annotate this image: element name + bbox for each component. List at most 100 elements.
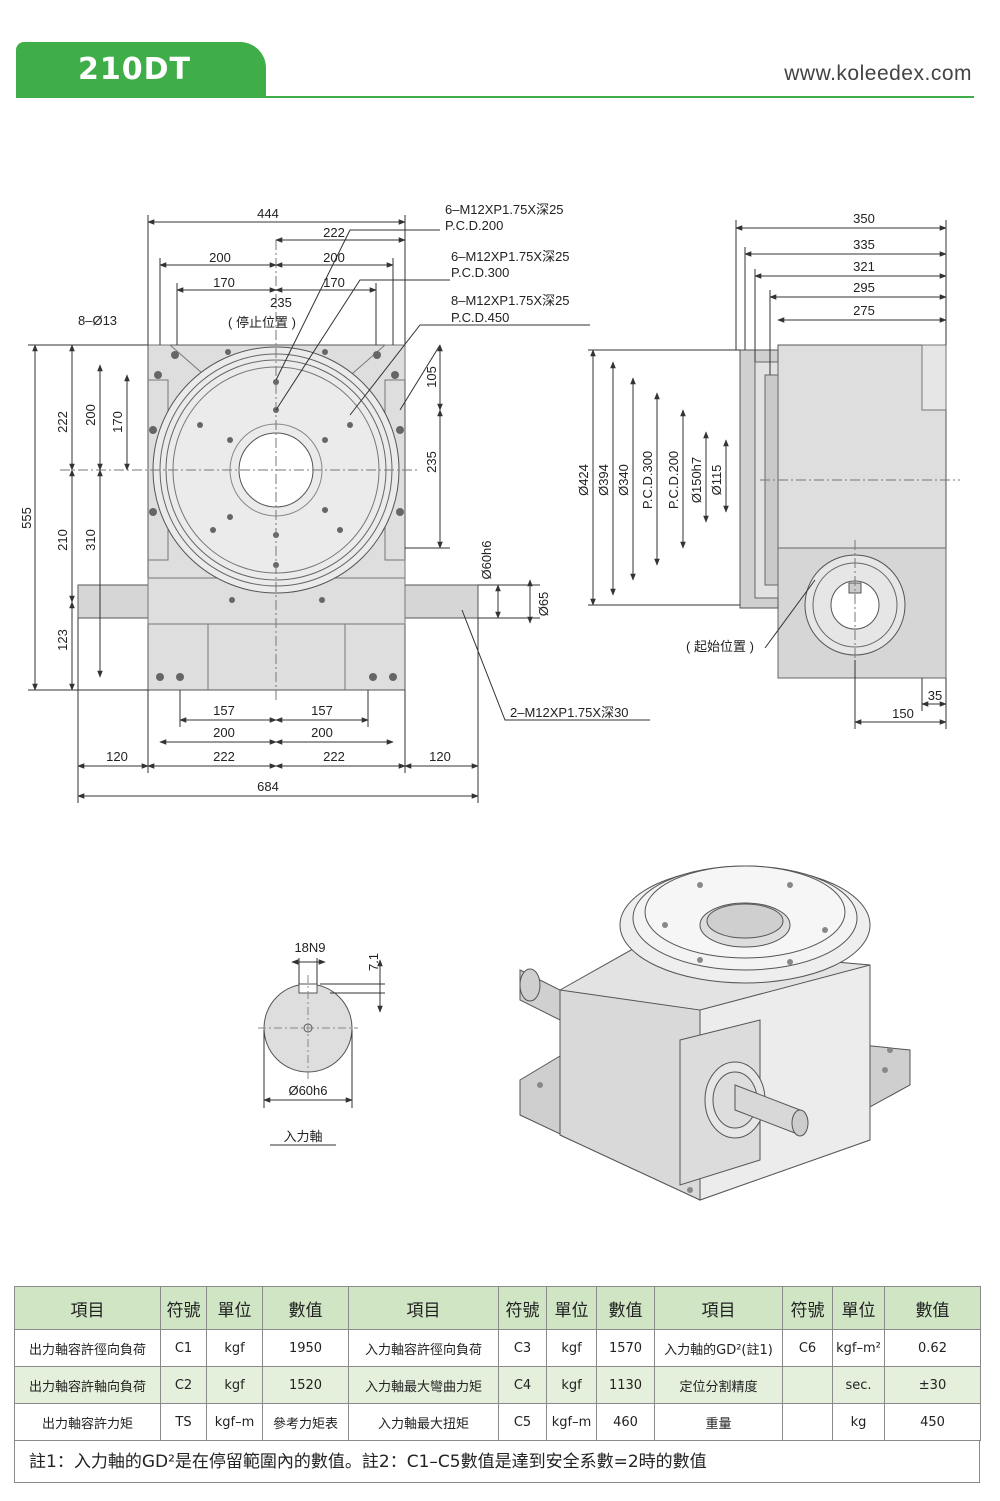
shaft-diameter-label: Ø60h6 — [288, 1083, 327, 1098]
hole-callout-label: 8–Ø13 — [78, 313, 117, 328]
dim-pcd200: P.C.D.200 — [666, 451, 681, 509]
dim-157-left: 157 — [213, 703, 235, 718]
spec-table-section: 項目 符號 單位 數值 項目 符號 單位 數值 項目 符號 單位 數值 出力軸容… — [14, 1286, 981, 1483]
table-cell: 1950 — [262, 1329, 349, 1367]
table-cell: 0.62 — [884, 1329, 981, 1367]
header-value-2: 數值 — [596, 1286, 655, 1330]
dim-555: 555 — [19, 507, 34, 529]
dim-321: 321 — [853, 259, 875, 274]
table-cell: kgf–m² — [832, 1329, 885, 1367]
front-view-labels: 444 222 200 200 170 170 235 ( 停止位置 ) 8–Ø… — [19, 202, 629, 794]
table-cell: C2 — [160, 1366, 207, 1404]
input-shaft-labels: 18N9 7.1 Ø60h6 入力軸 — [283, 940, 381, 1144]
header-unit-3: 單位 — [832, 1286, 885, 1330]
table-cell: 入力軸的GD²(註1) — [654, 1329, 783, 1367]
dim-170-right: 170 — [323, 275, 345, 290]
dim-dia424: Ø424 — [576, 464, 591, 496]
spec-header-row: 項目 符號 單位 數值 項目 符號 單位 數值 項目 符號 單位 數值 — [14, 1286, 981, 1330]
dim-684: 684 — [257, 779, 279, 794]
header-value-3: 數值 — [884, 1286, 981, 1330]
header-symbol-2: 符號 — [498, 1286, 547, 1330]
dim-335: 335 — [853, 237, 875, 252]
table-cell: C6 — [782, 1329, 833, 1367]
dim-dia340: Ø340 — [616, 464, 631, 496]
dim-dia60h6: Ø60h6 — [479, 540, 494, 579]
dim-200-bottom-left: 200 — [213, 725, 235, 740]
input-shaft-section — [258, 958, 385, 1146]
table-cell: 重量 — [654, 1403, 783, 1441]
callout-3-line1: 8–M12XP1.75X深25 — [451, 293, 570, 308]
callout-2-line1: 6–M12XP1.75X深25 — [451, 249, 570, 264]
dim-222-bottom-left: 222 — [213, 749, 235, 764]
table-cell: C5 — [498, 1403, 547, 1441]
model-tab: 210DT — [16, 42, 266, 98]
table-cell: ±30 — [884, 1366, 981, 1404]
dim-310: 310 — [83, 529, 98, 551]
table-cell: 參考力矩表 — [262, 1403, 349, 1441]
table-cell: 入力軸最大扭矩 — [348, 1403, 499, 1441]
website-url[interactable]: www.koleedex.com — [784, 62, 972, 85]
table-cell: 450 — [884, 1403, 981, 1441]
dim-200-vert: 200 — [83, 404, 98, 426]
dim-150: 150 — [892, 706, 914, 721]
table-cell: kgf — [206, 1329, 263, 1367]
dim-105: 105 — [424, 366, 439, 388]
dim-200-right: 200 — [323, 250, 345, 265]
table-cell: kgf — [206, 1366, 263, 1404]
table-cell: 入力軸容許徑向負荷 — [348, 1329, 499, 1367]
table-row: 出力軸容許軸向負荷 C2 kgf 1520 入力軸最大彎曲力矩 C4 kgf 1… — [14, 1366, 981, 1404]
table-cell: TS — [160, 1403, 207, 1441]
table-cell: kg — [832, 1403, 885, 1441]
table-footnote: 註1：入力軸的GD²是在停留範圍內的數值。註2：C1–C5數值是達到安全系數=2… — [14, 1441, 980, 1483]
dim-157-right: 157 — [311, 703, 333, 718]
callout-1-line2: P.C.D.200 — [445, 218, 503, 233]
dim-200-left: 200 — [209, 250, 231, 265]
header-unit-1: 單位 — [206, 1286, 263, 1330]
isometric-view — [519, 865, 911, 1201]
start-position-label: ( 起始位置 ) — [686, 639, 754, 654]
table-cell: kgf — [546, 1329, 597, 1367]
technical-drawings: 444 222 200 200 170 170 235 ( 停止位置 ) 8–Ø… — [19, 202, 960, 1201]
table-cell: 460 — [596, 1403, 655, 1441]
dim-210: 210 — [55, 529, 70, 551]
callout-3-line2: P.C.D.450 — [451, 310, 509, 325]
table-cell: kgf–m — [206, 1403, 263, 1441]
header-value-1: 數值 — [262, 1286, 349, 1330]
table-cell: 1130 — [596, 1366, 655, 1404]
table-cell: C1 — [160, 1329, 207, 1367]
dim-35: 35 — [928, 688, 942, 703]
dim-235-top: 235 — [270, 295, 292, 310]
dim-295: 295 — [853, 280, 875, 295]
dim-275: 275 — [853, 303, 875, 318]
dim-350: 350 — [853, 211, 875, 226]
header-rule — [16, 96, 974, 98]
table-cell: 1520 — [262, 1366, 349, 1404]
dim-dia115: Ø115 — [709, 465, 724, 496]
table-cell: 出力軸容許徑向負荷 — [14, 1329, 161, 1367]
shaft-key-label: 18N9 — [294, 940, 325, 955]
table-row: 出力軸容許徑向負荷 C1 kgf 1950 入力軸容許徑向負荷 C3 kgf 1… — [14, 1329, 981, 1367]
header-item-2: 項目 — [348, 1286, 499, 1330]
table-cell: 出力軸容許軸向負荷 — [14, 1366, 161, 1404]
table-cell: 定位分割精度 — [654, 1366, 783, 1404]
stop-position-label: ( 停止位置 ) — [228, 315, 296, 330]
table-cell — [782, 1366, 833, 1404]
page-header: 210DT www.koleedex.com — [0, 0, 1000, 110]
table-cell: 出力軸容許力矩 — [14, 1403, 161, 1441]
table-cell: 入力軸最大彎曲力矩 — [348, 1366, 499, 1404]
dim-222-bottom-right: 222 — [323, 749, 345, 764]
table-cell: C3 — [498, 1329, 547, 1367]
callout-1-line1: 6–M12XP1.75X深25 — [445, 202, 564, 217]
header-symbol-3: 符號 — [782, 1286, 833, 1330]
dim-222-left: 222 — [55, 411, 70, 433]
dim-dia65: Ø65 — [536, 592, 551, 617]
side-view-labels: 350 335 321 295 275 Ø424 Ø394 Ø340 P.C.D… — [576, 211, 942, 721]
dim-200-bottom-right: 200 — [311, 725, 333, 740]
dim-235-right: 235 — [424, 451, 439, 473]
dim-pcd300: P.C.D.300 — [640, 451, 655, 509]
dim-120-left: 120 — [106, 749, 128, 764]
table-cell: sec. — [832, 1366, 885, 1404]
dim-444: 444 — [257, 206, 279, 221]
dim-222-top: 222 — [323, 225, 345, 240]
table-cell: kgf–m — [546, 1403, 597, 1441]
